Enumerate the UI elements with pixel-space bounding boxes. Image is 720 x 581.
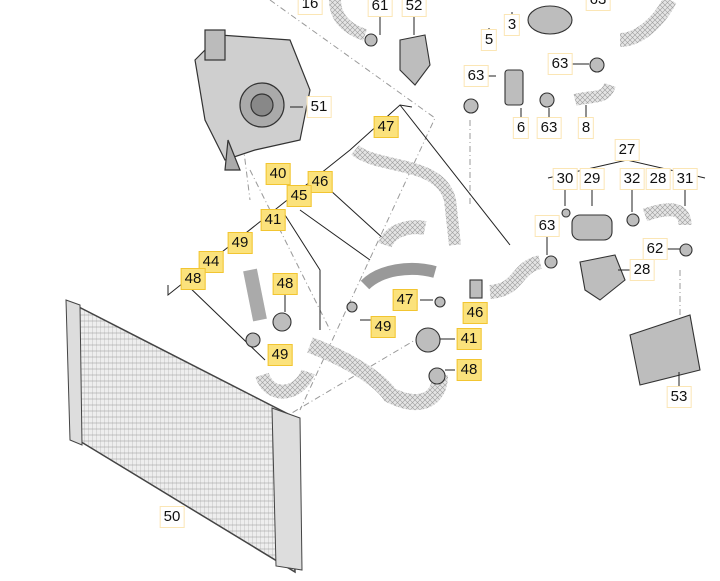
part-label[interactable]: 28 — [645, 168, 671, 190]
part-label[interactable]: 16 — [297, 0, 323, 15]
small-parts — [245, 5, 701, 386]
part-label-highlighted[interactable]: 49 — [227, 232, 253, 254]
part-label[interactable]: 63 — [463, 65, 489, 87]
radiator — [65, 299, 303, 574]
part-label[interactable]: 30 — [552, 168, 578, 190]
part-label[interactable]: 53 — [666, 386, 692, 408]
part-label[interactable]: 6 — [512, 117, 530, 139]
part-label-highlighted[interactable]: 41 — [260, 209, 286, 231]
part-label[interactable]: 63 — [585, 0, 611, 11]
part-label-highlighted[interactable]: 46 — [307, 171, 333, 193]
hoses — [243, 0, 692, 411]
part-label-highlighted[interactable]: 49 — [267, 344, 293, 366]
part-label-highlighted[interactable]: 44 — [198, 251, 224, 273]
part-label[interactable]: 50 — [159, 506, 185, 528]
part-label[interactable]: 32 — [619, 168, 645, 190]
part-label[interactable]: 52 — [401, 0, 427, 17]
part-label[interactable]: 62 — [642, 238, 668, 260]
part-label-highlighted[interactable]: 48 — [456, 359, 482, 381]
part-label[interactable]: 63 — [547, 53, 573, 75]
part-label[interactable]: 8 — [577, 117, 595, 139]
part-label-highlighted[interactable]: 47 — [373, 116, 399, 138]
part-label[interactable]: 63 — [534, 215, 560, 237]
part-label-highlighted[interactable]: 41 — [456, 328, 482, 350]
part-label-highlighted[interactable]: 46 — [462, 302, 488, 324]
part-label-highlighted[interactable]: 45 — [286, 185, 312, 207]
part-label[interactable]: 3 — [503, 14, 521, 36]
part-label-highlighted[interactable]: 49 — [370, 316, 396, 338]
part-label-highlighted[interactable]: 40 — [265, 163, 291, 185]
part-label-highlighted[interactable]: 48 — [180, 268, 206, 290]
part-label-highlighted[interactable]: 47 — [392, 289, 418, 311]
part-label[interactable]: 51 — [306, 96, 332, 118]
part-label[interactable]: 61 — [367, 0, 393, 17]
part-label[interactable]: 28 — [629, 259, 655, 281]
guide-lines — [239, 0, 681, 421]
thermostat-housing — [194, 29, 311, 171]
part-label[interactable]: 29 — [579, 168, 605, 190]
part-label-highlighted[interactable]: 48 — [272, 273, 298, 295]
part-label[interactable]: 63 — [536, 117, 562, 139]
part-label[interactable]: 5 — [480, 29, 498, 51]
part-label[interactable]: 27 — [614, 139, 640, 161]
part-label[interactable]: 31 — [672, 168, 698, 190]
